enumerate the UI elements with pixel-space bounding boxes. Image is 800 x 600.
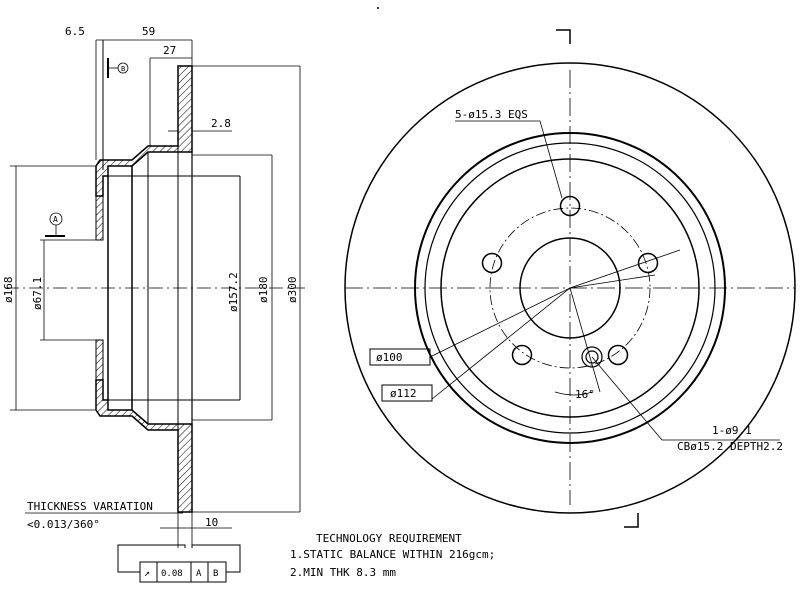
dim-dia157.2: ø157.2 (227, 272, 240, 312)
dim-dia180: ø180 (257, 277, 270, 304)
bolt-hole-1 (559, 195, 581, 217)
disc-section-lower (95, 379, 193, 513)
bolt-hole-4 (511, 344, 533, 366)
dia112-label: ø112 (390, 387, 417, 400)
dim-dia168: ø168 (2, 277, 15, 304)
tolerance-value: 0.08 (161, 569, 183, 579)
dim-59: 59 (142, 25, 155, 38)
tolerance-ref-b: B (213, 569, 218, 579)
small-hole-label: 1-ø9.1 (712, 424, 752, 437)
dim-dia67.1: ø67.1 (31, 277, 44, 310)
dim-10: 10 (205, 516, 218, 529)
side-view (5, 39, 305, 548)
requirements-title: TECHNOLOGY REQUIREMENT (316, 532, 462, 545)
dim-6.5: 6.5 (65, 25, 85, 38)
thickness-value: <0.013/360° (27, 518, 100, 531)
thickness-title: THICKNESS VARIATION (27, 500, 153, 513)
bolt-circle (489, 207, 651, 369)
bolt-hole-3 (607, 344, 629, 366)
view-corner-bottom (624, 513, 639, 528)
dim-2.8: 2.8 (211, 117, 231, 130)
view-corner-top (556, 29, 571, 44)
dia100-label: ø100 (376, 351, 403, 364)
tolerance-ref-a: A (196, 569, 202, 579)
tolerance-frame (117, 544, 241, 583)
dim-27: 27 (163, 44, 176, 57)
counterbore-label: CBø15.2 DEPTH2.2 (677, 440, 783, 453)
counterbore-hole (581, 346, 603, 368)
dia112-box (381, 384, 433, 402)
disc-section-upper (95, 65, 193, 197)
bolt-hole-2 (637, 252, 659, 274)
bolt-hole-5 (481, 252, 503, 274)
runout-symbol: ↗ (144, 568, 150, 579)
requirement-2: 2.MIN THK 8.3 mm (290, 566, 396, 579)
front-view (344, 7, 796, 528)
dia100-box (369, 348, 431, 366)
holes-label: 5-ø15.3 EQS (455, 108, 528, 121)
datum-b-bubble (117, 62, 129, 74)
datum-a-label: A (53, 215, 58, 224)
datum-b-label: B (121, 65, 125, 73)
angle-label: 16° (575, 388, 595, 401)
requirement-1: 1.STATIC BALANCE WITHIN 216gcm; (290, 548, 495, 561)
datum-a-bubble (49, 212, 63, 226)
dim-dia300: ø300 (286, 277, 299, 304)
